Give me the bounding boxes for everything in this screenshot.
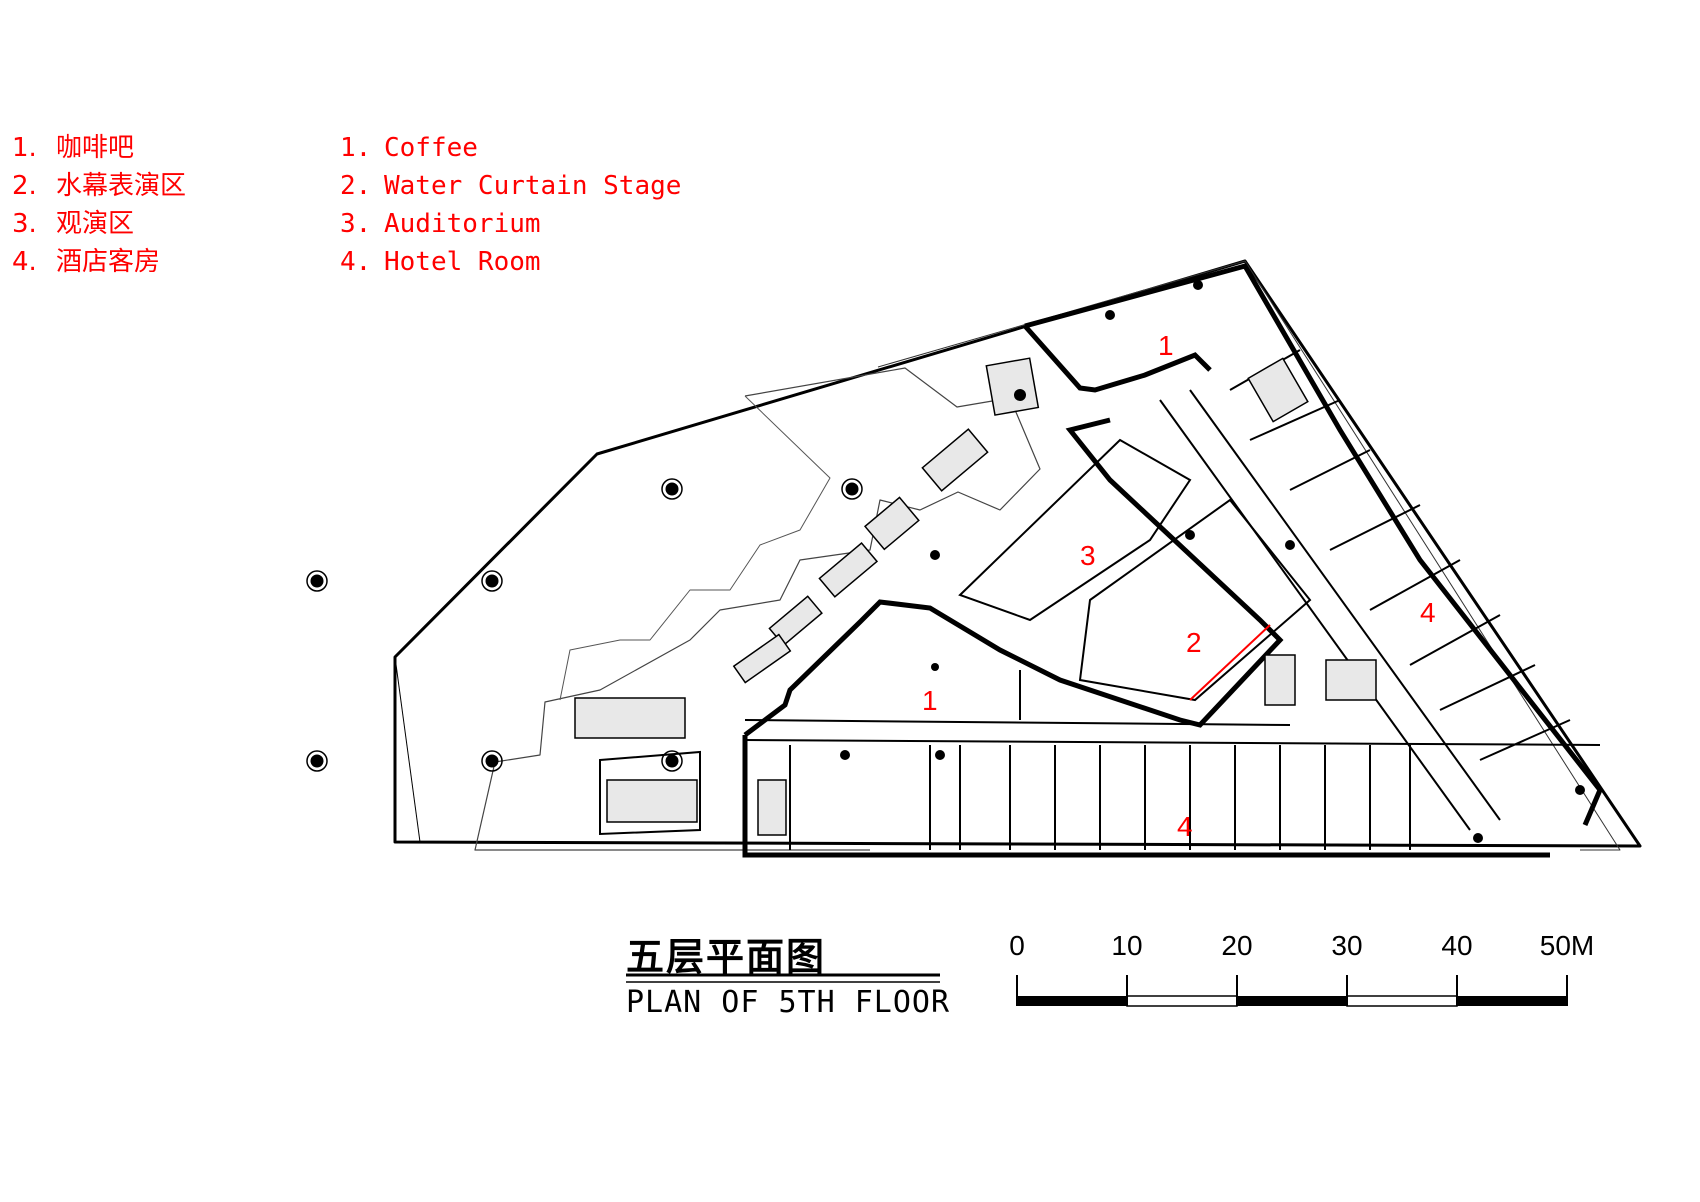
east-room-wall xyxy=(1289,449,1371,491)
column xyxy=(1185,530,1195,540)
survey-marker xyxy=(306,750,328,772)
legend-item: 1. Coffee xyxy=(340,129,681,167)
corridor-wall xyxy=(744,719,1291,726)
survey-marker xyxy=(306,570,328,592)
east-room-wall xyxy=(1249,399,1341,441)
label-rooms-east: 4 xyxy=(1420,597,1436,628)
legend-number: 1. xyxy=(12,133,37,163)
legend-label: Water Curtain Stage xyxy=(384,171,682,201)
scale-bar xyxy=(1016,975,1568,1007)
legend-number: 3. xyxy=(340,209,372,239)
legend-number: 1. xyxy=(340,133,372,163)
label-rooms-south: 4 xyxy=(1177,811,1193,842)
legend-item: 3. Auditorium xyxy=(340,205,681,243)
legend-number: 4. xyxy=(12,247,37,277)
column xyxy=(1105,310,1115,320)
east-corridor xyxy=(1159,399,1471,831)
planter xyxy=(863,496,920,551)
site-edge-thin xyxy=(877,260,1621,851)
scale-segment xyxy=(1017,996,1127,1006)
column xyxy=(1193,280,1203,290)
survey-marker xyxy=(661,478,683,500)
label-stage: 2 xyxy=(1186,627,1202,658)
scale-segment xyxy=(1126,995,1238,1007)
planter xyxy=(921,428,989,492)
planter xyxy=(732,633,792,684)
legend-label: Auditorium xyxy=(384,209,541,239)
column xyxy=(1285,540,1295,550)
legend-number: 4. xyxy=(340,247,372,277)
auditorium-seating xyxy=(958,438,1192,622)
column xyxy=(1014,389,1026,401)
scale-label: 20 xyxy=(1221,930,1253,961)
east-room-wall xyxy=(1479,719,1571,761)
column xyxy=(840,750,850,760)
legend-label: 咖啡吧 xyxy=(56,133,135,163)
building-wall-west-coffee xyxy=(1023,324,1212,393)
legend-number: 2. xyxy=(340,171,372,201)
column xyxy=(935,750,945,760)
scale-label: 40 xyxy=(1441,930,1473,961)
lower-floor-outline-2 xyxy=(559,395,831,701)
corridor-wall xyxy=(744,739,1601,746)
stage-block xyxy=(1078,498,1312,702)
terrace-boundary xyxy=(393,259,1642,848)
east-room-wall xyxy=(1369,559,1461,611)
stair xyxy=(1247,357,1309,423)
survey-marker xyxy=(661,750,683,772)
west-terrace-feature xyxy=(599,750,701,836)
legend-label: 酒店客房 xyxy=(56,247,161,277)
east-room-wall xyxy=(1409,614,1501,666)
planter xyxy=(574,697,686,739)
column xyxy=(1575,785,1585,795)
scale-label: 30 xyxy=(1331,930,1363,961)
stair xyxy=(1325,659,1377,701)
column xyxy=(931,663,939,671)
legend-chinese: 1. 咖啡吧 2. 水幕表演区 3. 观演区 4. 酒店客房 xyxy=(12,129,186,281)
plan-title-english: PLAN OF 5TH FLOOR xyxy=(626,985,951,1020)
legend-item: 4. 酒店客房 xyxy=(12,243,186,281)
survey-marker xyxy=(481,750,503,772)
site-edge-left xyxy=(394,656,421,843)
legend-number: 2. xyxy=(12,171,37,201)
stage-edge-red xyxy=(1189,624,1271,701)
east-room-wall xyxy=(1439,664,1536,711)
column xyxy=(930,550,940,560)
scale-segment xyxy=(1237,996,1347,1006)
label-coffee-north: 1 xyxy=(1158,330,1174,361)
planter xyxy=(985,357,1040,416)
building-wall-south xyxy=(742,735,1550,858)
legend-label: Hotel Room xyxy=(384,247,541,277)
scale-label: 50M xyxy=(1539,930,1595,961)
legend-english: 1. Coffee 2. Water Curtain Stage 3. Auditor… xyxy=(340,129,681,281)
legend-label: 水幕表演区 xyxy=(56,171,187,201)
column xyxy=(1473,833,1483,843)
legend-item: 2. 水幕表演区 xyxy=(12,167,186,205)
pool xyxy=(606,779,698,823)
legend-item: 3. 观演区 xyxy=(12,205,186,243)
survey-marker xyxy=(841,478,863,500)
survey-marker xyxy=(481,570,503,592)
stair xyxy=(757,779,787,836)
legend-label: Coffee xyxy=(384,133,478,163)
label-coffee-south: 1 xyxy=(922,685,938,716)
scale-segment xyxy=(1346,995,1458,1007)
legend-item: 2. Water Curtain Stage xyxy=(340,167,681,205)
legend-item: 4. Hotel Room xyxy=(340,243,681,281)
legend-item: 1. 咖啡吧 xyxy=(12,129,186,167)
east-room-wall xyxy=(1329,504,1421,551)
building-wall-north xyxy=(1024,263,1603,826)
legend-number: 3. xyxy=(12,209,37,239)
label-auditorium: 3 xyxy=(1080,540,1096,571)
scale-segment xyxy=(1457,996,1567,1006)
planter xyxy=(818,541,879,598)
legend-label: 观演区 xyxy=(56,209,135,239)
scale-label: 0 xyxy=(1009,930,1025,961)
stair xyxy=(1264,654,1296,706)
plan-title-chinese: 五层平面图 xyxy=(626,935,827,979)
scale-label: 10 xyxy=(1111,930,1143,961)
east-corridor xyxy=(1189,389,1501,821)
